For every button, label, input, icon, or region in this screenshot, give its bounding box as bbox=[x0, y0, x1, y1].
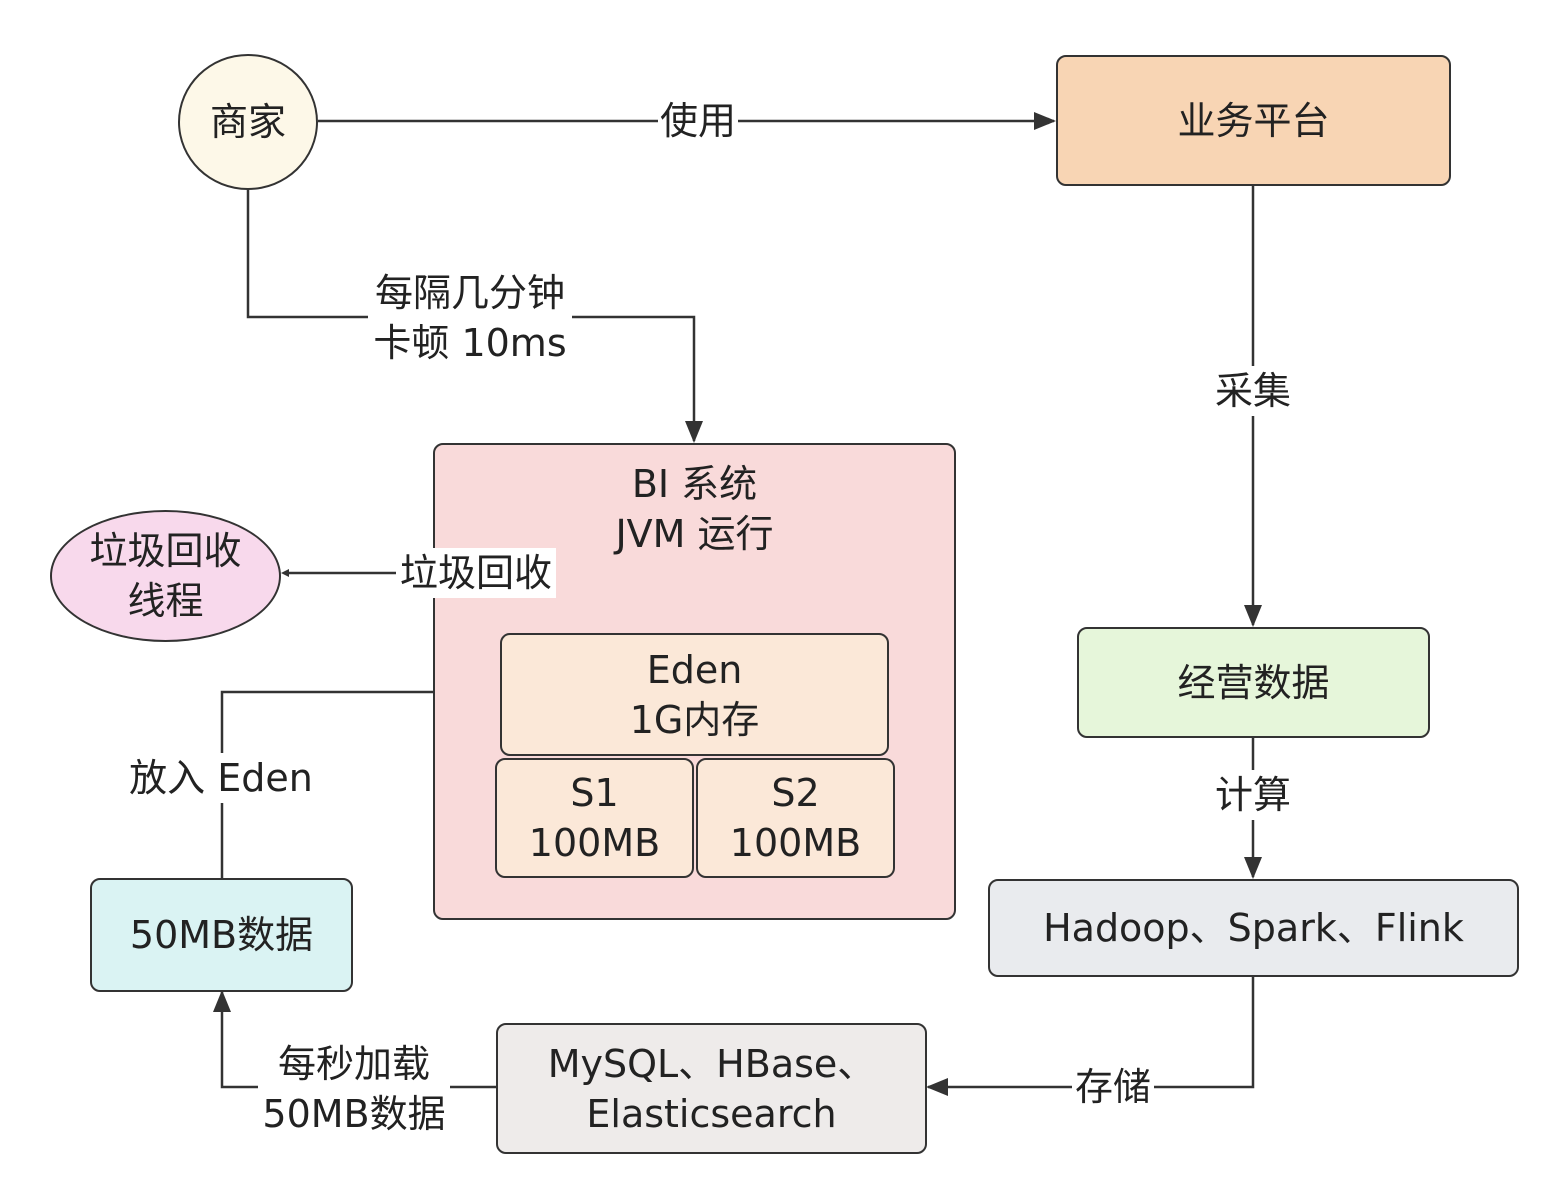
edge-label-gc: 垃圾回收 bbox=[396, 548, 556, 598]
eden-node[interactable]: Eden 1G内存 bbox=[500, 633, 889, 756]
edge-label-load: 每秒加载 50MB数据 bbox=[258, 1039, 450, 1139]
storage-systems-node[interactable]: MySQL、HBase、 Elasticsearch bbox=[496, 1023, 927, 1154]
merchant-label: 商家 bbox=[209, 100, 286, 144]
edge-put-eden bbox=[220, 690, 498, 878]
gc-thread-node[interactable]: 垃圾回收 线程 bbox=[50, 510, 281, 642]
s2-node[interactable]: S2 100MB bbox=[696, 758, 895, 878]
edge-label-store: 存储 bbox=[1072, 1062, 1154, 1112]
data-50mb-label: 50MB数据 bbox=[129, 913, 314, 957]
s1-size: 100MB bbox=[528, 821, 661, 865]
arrowhead-storage bbox=[926, 1078, 948, 1096]
edge-label-lag-line2: 卡顿 10ms bbox=[373, 321, 567, 365]
business-platform-node[interactable]: 业务平台 bbox=[1056, 55, 1451, 186]
s1-label: S1 bbox=[570, 771, 619, 815]
arrowhead-gc-thread bbox=[281, 569, 289, 577]
edge-label-load-line1: 每秒加载 bbox=[277, 1042, 430, 1086]
arrowhead-platform bbox=[1034, 112, 1056, 130]
bi-system-subtitle: JVM 运行 bbox=[615, 512, 774, 556]
edge-label-put-eden: 放入 Eden bbox=[124, 753, 318, 803]
arrowhead-bi bbox=[685, 421, 703, 443]
storage-systems-label-line2: Elasticsearch bbox=[586, 1091, 837, 1136]
data-50mb-node[interactable]: 50MB数据 bbox=[90, 878, 353, 992]
arrowhead-operating bbox=[1244, 605, 1262, 627]
arrowhead-50mb bbox=[213, 990, 231, 1012]
edge-label-compute: 计算 bbox=[1212, 770, 1294, 820]
compute-engines-label: Hadoop、Spark、Flink bbox=[1043, 906, 1464, 950]
edge-store bbox=[928, 977, 1255, 1089]
s2-size: 100MB bbox=[729, 821, 862, 865]
edge-label-lag-line1: 每隔几分钟 bbox=[374, 271, 565, 315]
s2-label: S2 bbox=[771, 771, 820, 815]
edge-label-load-line2: 50MB数据 bbox=[262, 1092, 446, 1136]
edge-label-collect: 采集 bbox=[1212, 366, 1294, 416]
eden-size: 1G内存 bbox=[629, 697, 760, 742]
edge-label-lag: 每隔几分钟 卡顿 10ms bbox=[368, 268, 572, 368]
operating-data-label: 经营数据 bbox=[1177, 660, 1330, 705]
operating-data-node[interactable]: 经营数据 bbox=[1077, 627, 1430, 738]
edge-label-use: 使用 bbox=[658, 96, 738, 146]
arrowhead-hadoop bbox=[1244, 857, 1262, 879]
merchant-node[interactable]: 商家 bbox=[178, 54, 318, 190]
gc-thread-label-line2: 线程 bbox=[127, 579, 204, 623]
s1-node[interactable]: S1 100MB bbox=[495, 758, 694, 878]
gc-thread-label-line1: 垃圾回收 bbox=[89, 529, 242, 573]
compute-engines-node[interactable]: Hadoop、Spark、Flink bbox=[988, 879, 1519, 977]
bi-system-title: BI 系统 bbox=[631, 462, 758, 506]
business-platform-label: 业务平台 bbox=[1177, 98, 1330, 143]
eden-label: Eden bbox=[646, 647, 743, 692]
storage-systems-label-line1: MySQL、HBase、 bbox=[547, 1041, 876, 1086]
